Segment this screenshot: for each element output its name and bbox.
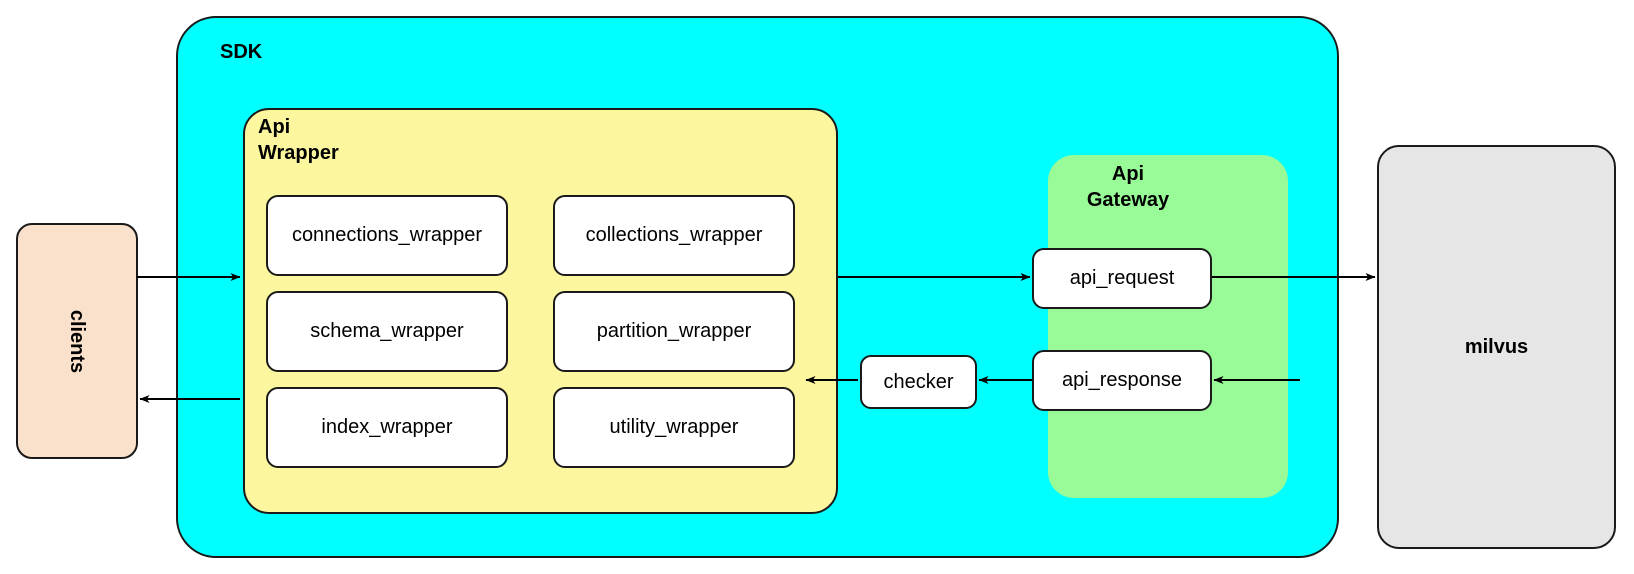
node-partition-wrapper[interactable]: partition_wrapper [553,291,795,372]
node-schema-wrapper[interactable]: schema_wrapper [266,291,508,372]
milvus-label: milvus [1464,335,1529,358]
api-wrapper-container-title: Api Wrapper [258,116,339,164]
node-utility-wrapper[interactable]: utility_wrapper [553,387,795,468]
node-connections-wrapper[interactable]: connections_wrapper [266,195,508,276]
node-api-request[interactable]: api_request [1032,248,1212,309]
node-api-response[interactable]: api_response [1032,350,1212,411]
api-gateway-container [1048,155,1288,498]
api-gateway-container-title: Api Gateway [1086,163,1170,211]
node-index-wrapper[interactable]: index_wrapper [266,387,508,468]
clients-label-text: clients [66,309,89,373]
clients-label: clients [16,223,138,459]
node-milvus[interactable] [1377,145,1616,549]
node-checker[interactable]: checker [860,355,977,409]
node-collections-wrapper[interactable]: collections_wrapper [553,195,795,276]
node-clients[interactable] [16,223,138,459]
sdk-container-title: SDK [220,41,263,63]
